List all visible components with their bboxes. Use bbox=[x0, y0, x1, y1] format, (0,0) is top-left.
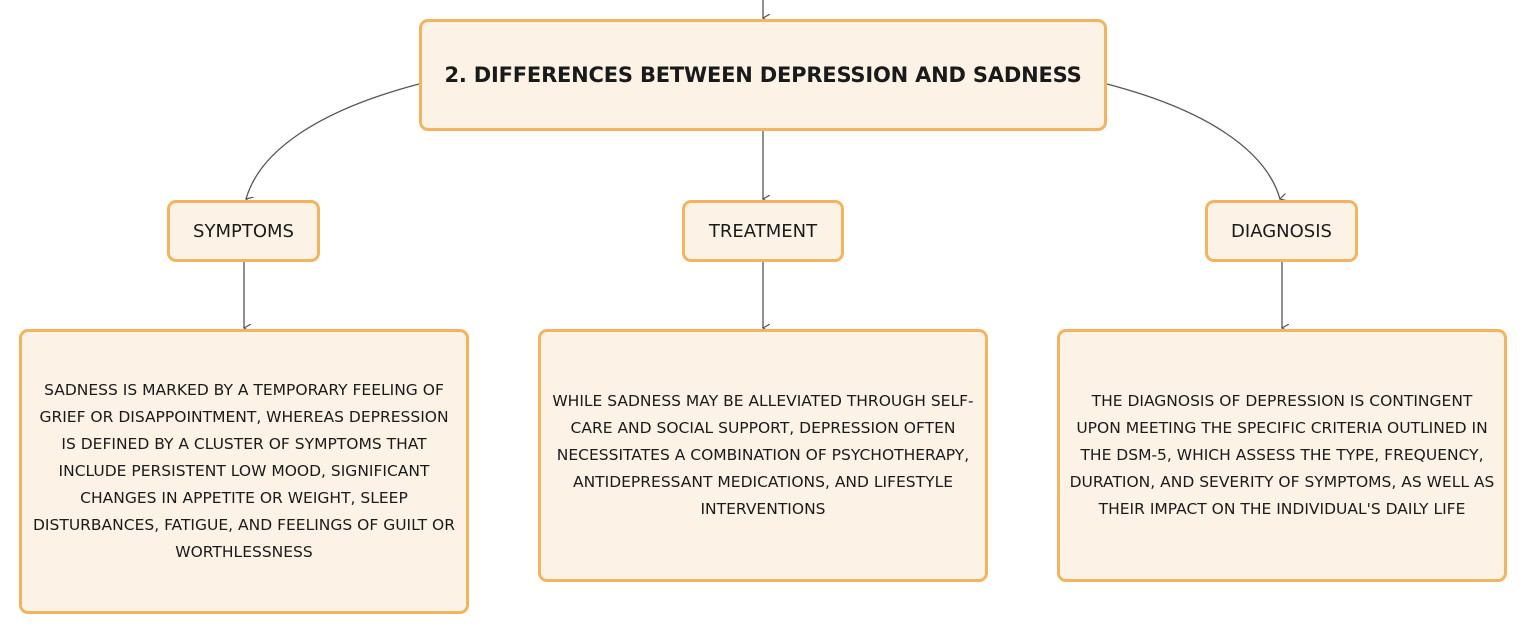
branch-node-diagnosis[interactable]: DIAGNOSIS bbox=[1205, 200, 1358, 262]
branch-label-symptoms: SYMPTOMS bbox=[193, 220, 294, 242]
detail-node-treatment[interactable]: WHILE SADNESS MAY BE ALLEVIATED THROUGH … bbox=[538, 329, 988, 582]
main-topic-node[interactable]: 2. DIFFERENCES BETWEEN DEPRESSION AND SA… bbox=[419, 19, 1107, 131]
detail-node-diagnosis[interactable]: THE DIAGNOSIS OF DEPRESSION IS CONTINGEN… bbox=[1057, 329, 1507, 582]
detail-text-treatment: WHILE SADNESS MAY BE ALLEVIATED THROUGH … bbox=[552, 392, 974, 518]
connector-main-to-symptoms bbox=[246, 83, 420, 199]
detail-text-diagnosis: THE DIAGNOSIS OF DEPRESSION IS CONTINGEN… bbox=[1069, 392, 1495, 518]
detail-text-symptoms: SADNESS IS MARKED BY A TEMPORARY FEELING… bbox=[33, 381, 455, 561]
branch-label-diagnosis: DIAGNOSIS bbox=[1231, 220, 1332, 242]
main-topic-label: 2. DIFFERENCES BETWEEN DEPRESSION AND SA… bbox=[444, 63, 1082, 87]
branch-node-treatment[interactable]: TREATMENT bbox=[682, 200, 844, 262]
branch-node-symptoms[interactable]: SYMPTOMS bbox=[167, 200, 320, 262]
connector-main-to-diagnosis bbox=[1106, 83, 1280, 199]
branch-label-treatment: TREATMENT bbox=[708, 220, 818, 242]
detail-node-symptoms[interactable]: SADNESS IS MARKED BY A TEMPORARY FEELING… bbox=[19, 329, 469, 614]
